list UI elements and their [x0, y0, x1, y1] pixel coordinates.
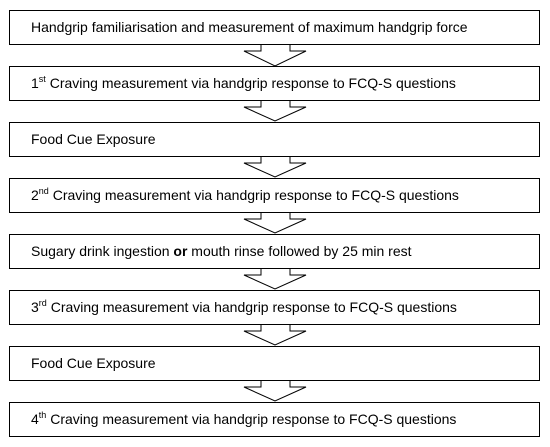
step-label: Handgrip familiarisation and measurement… — [31, 19, 468, 35]
step-food-cue-exposure-1: Food Cue Exposure — [9, 122, 540, 157]
step-craving-measurement-4: 4th Craving measurement via handgrip res… — [9, 402, 540, 437]
step-ordinal-suffix: rd — [38, 298, 47, 308]
step-label: Craving measurement via handgrip respons… — [48, 187, 459, 203]
step-label-emphasis: or — [173, 243, 188, 259]
down-arrow-5 — [243, 267, 307, 290]
down-arrow-6 — [243, 323, 307, 346]
step-handgrip-familiarisation: Handgrip familiarisation and measurement… — [9, 10, 540, 45]
step-label: Food Cue Exposure — [31, 355, 156, 371]
step-ordinal: 4 — [31, 411, 39, 427]
down-arrow-4 — [243, 211, 307, 234]
step-ordinal-suffix: nd — [38, 186, 49, 196]
step-label: Craving measurement via handgrip respons… — [45, 75, 456, 91]
down-arrow-7 — [243, 379, 307, 402]
step-craving-measurement-3: 3rd Craving measurement via handgrip res… — [9, 290, 540, 325]
step-label-after: mouth rinse followed by 25 min rest — [187, 243, 412, 259]
step-ordinal: 1 — [31, 75, 39, 91]
step-ordinal-suffix: st — [38, 74, 46, 84]
down-arrow-2 — [243, 99, 307, 122]
step-label-before: Sugary drink ingestion — [31, 243, 174, 259]
step-sugary-drink-or-rinse: Sugary drink ingestion or mouth rinse fo… — [9, 234, 540, 269]
step-ordinal: 3 — [31, 299, 39, 315]
step-ordinal-suffix: th — [38, 410, 47, 420]
step-label: Craving measurement via handgrip respons… — [46, 411, 457, 427]
step-ordinal: 2 — [31, 187, 39, 203]
step-craving-measurement-1: 1st Craving measurement via handgrip res… — [9, 66, 540, 101]
step-label: Food Cue Exposure — [31, 131, 156, 147]
down-arrow-3 — [243, 155, 307, 178]
step-craving-measurement-2: 2nd Craving measurement via handgrip res… — [9, 178, 540, 213]
down-arrow-1 — [243, 43, 307, 67]
step-food-cue-exposure-2: Food Cue Exposure — [9, 346, 540, 381]
step-label: Craving measurement via handgrip respons… — [46, 299, 457, 315]
